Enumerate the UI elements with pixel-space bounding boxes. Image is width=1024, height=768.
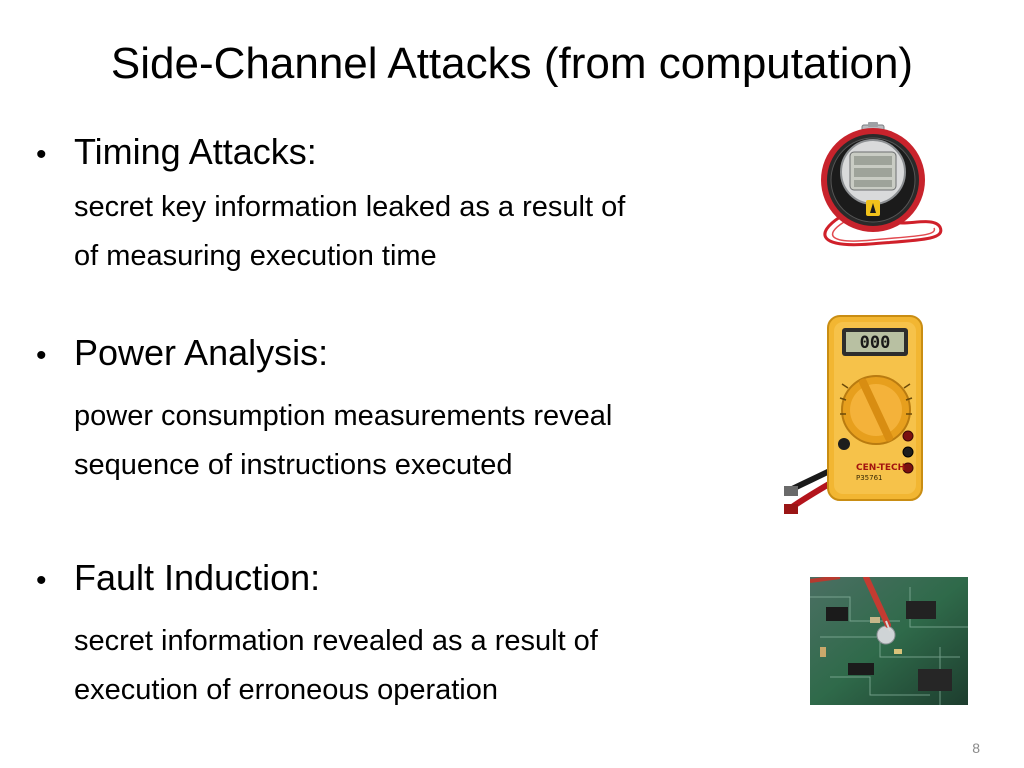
bullet-heading: Power Analysis: (74, 332, 329, 373)
bullet-line: power consumption measurements reveal (74, 400, 613, 432)
multimeter-display: 000 (860, 333, 891, 353)
bullet-power-analysis: • Power Analysis: power consumption meas… (36, 331, 736, 490)
bullet-heading-row: • Fault Induction: (36, 556, 736, 603)
page-number: 8 (972, 740, 980, 756)
bullet-line: secret information revealed as a result … (74, 625, 598, 657)
bullet-heading-row: • Power Analysis: (36, 331, 736, 378)
bullet-body: secret information revealed as a result … (74, 617, 736, 715)
bullet-body: secret key information leaked as a resul… (74, 183, 736, 281)
bullet-heading: Timing Attacks: (74, 131, 317, 172)
circuit-board-icon (810, 577, 968, 705)
bullet-dot: • (36, 564, 47, 597)
multimeter-brand: CEN-TECH (856, 463, 905, 473)
bullet-dot: • (36, 339, 47, 372)
bullet-dot: • (36, 138, 47, 171)
bullet-timing-attacks: • Timing Attacks: secret key information… (36, 130, 736, 281)
bullet-fault-induction: • Fault Induction: secret information re… (36, 556, 736, 715)
multimeter-icon: 000 CEN-TECH P35761 (784, 314, 926, 520)
multimeter-model: P35761 (856, 474, 883, 482)
bullet-line: execution of erroneous operation (74, 674, 499, 706)
stopwatch-icon (810, 122, 946, 252)
bullet-line: sequence of instructions executed (74, 449, 513, 481)
bullet-line: of measuring execution time (74, 240, 437, 272)
bullet-heading-row: • Timing Attacks: (36, 130, 736, 177)
slide-title: Side-Channel Attacks (from computation) (110, 39, 914, 88)
bullet-line: secret key information leaked as a resul… (74, 191, 626, 223)
bullet-heading: Fault Induction: (74, 557, 321, 598)
bullet-body: power consumption measurements reveal se… (74, 392, 736, 490)
